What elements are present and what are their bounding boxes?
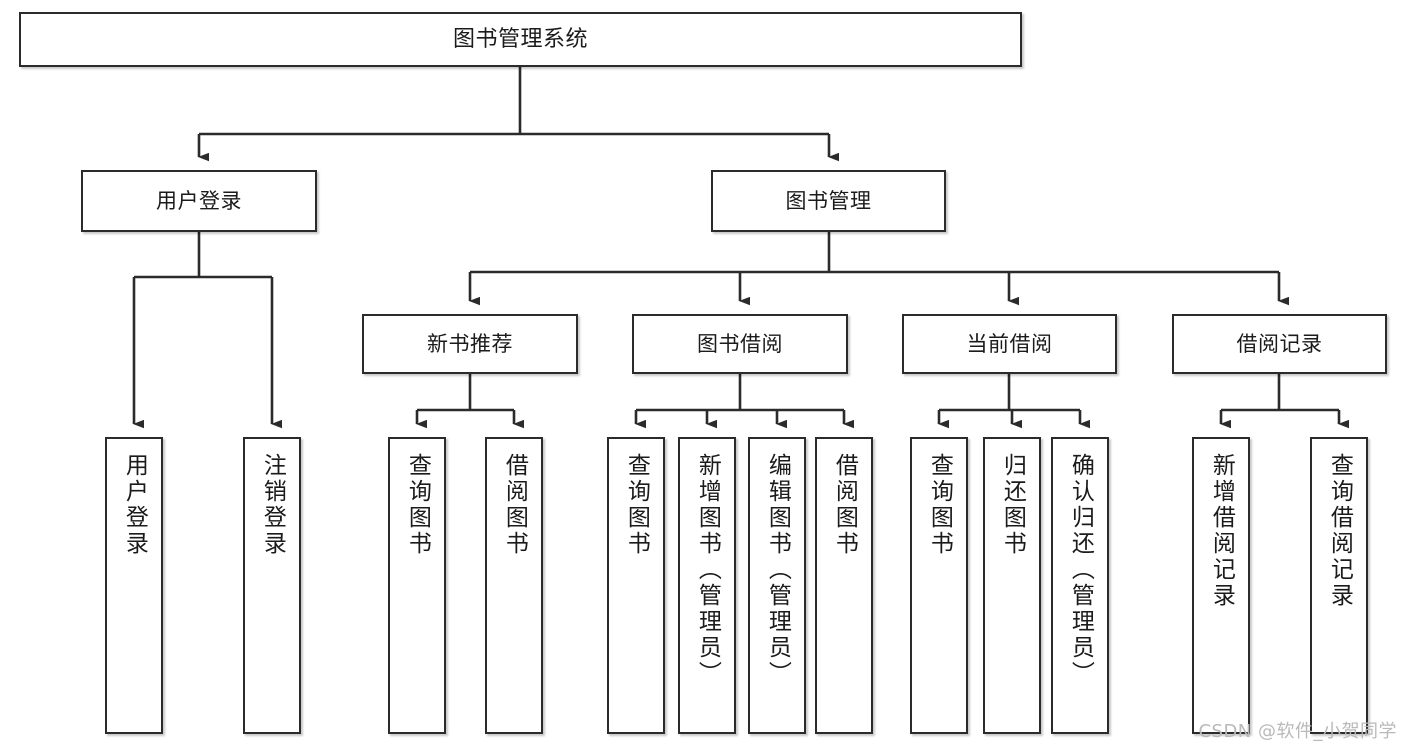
node-borrow-records-label: 借阅记录 [1236, 331, 1323, 356]
leaf-current-query-book-label: 查询图书 [926, 453, 953, 557]
node-new-book-recommend-label: 新书推荐 [427, 331, 513, 356]
leaf-current-return-book-label: 归还图书 [999, 453, 1026, 557]
leaf-current-return-book[interactable]: 归还图书 [983, 437, 1041, 734]
node-borrow-records[interactable]: 借阅记录 [1172, 314, 1387, 374]
edge-group-book-manage [468, 232, 1289, 306]
csdn-watermark: CSDN @软件_小贺同学 [1198, 721, 1397, 742]
leaf-user-logout[interactable]: 注销登录 [243, 437, 301, 734]
leaf-borrow-edit-book-admin-label: 编辑图书（管理员） [764, 453, 791, 687]
leaf-records-query-record-label: 查询借阅记录 [1326, 453, 1353, 609]
node-user-login-label: 用户登录 [156, 188, 242, 213]
leaf-borrow-query-book[interactable]: 查询图书 [607, 437, 665, 734]
edge-group-current [937, 374, 1090, 429]
leaf-current-confirm-return-admin-label: 确认归还（管理员） [1067, 453, 1094, 687]
leaf-user-login[interactable]: 用户登录 [105, 437, 163, 734]
node-book-borrow-label: 图书借阅 [697, 331, 783, 356]
leaf-borrow-add-book-admin[interactable]: 新增图书（管理员） [678, 437, 736, 734]
leaf-borrow-lend-book-label: 借阅图书 [831, 453, 858, 557]
edge-group-user-login [132, 232, 282, 429]
node-book-borrow[interactable]: 图书借阅 [632, 314, 848, 374]
leaf-records-query-record[interactable]: 查询借阅记录 [1310, 437, 1368, 734]
leaf-recommend-query-book[interactable]: 查询图书 [388, 437, 446, 734]
leaf-recommend-query-book-label: 查询图书 [404, 453, 431, 557]
node-current-borrow-label: 当前借阅 [966, 331, 1053, 356]
leaf-records-add-record-label: 新增借阅记录 [1208, 453, 1235, 609]
node-current-borrow[interactable]: 当前借阅 [902, 314, 1117, 374]
leaf-user-logout-label: 注销登录 [259, 453, 286, 557]
leaf-borrow-query-book-label: 查询图书 [623, 453, 650, 557]
node-user-login[interactable]: 用户登录 [81, 170, 317, 232]
leaf-borrow-lend-book[interactable]: 借阅图书 [815, 437, 873, 734]
node-book-management[interactable]: 图书管理 [711, 170, 946, 232]
leaf-recommend-borrow-book[interactable]: 借阅图书 [485, 437, 543, 734]
leaf-user-login-label: 用户登录 [121, 453, 148, 557]
node-book-management-label: 图书管理 [785, 188, 872, 213]
edge-group-borrow [634, 374, 854, 429]
edge-group-new-book [415, 374, 524, 429]
node-root[interactable]: 图书管理系统 [19, 12, 1022, 67]
edge-group-root [197, 67, 839, 162]
leaf-borrow-add-book-admin-label: 新增图书（管理员） [694, 453, 721, 687]
edge-group-records [1219, 374, 1349, 429]
node-root-label: 图书管理系统 [452, 26, 588, 52]
leaf-records-add-record[interactable]: 新增借阅记录 [1192, 437, 1250, 734]
node-new-book-recommend[interactable]: 新书推荐 [362, 314, 578, 374]
leaf-recommend-borrow-book-label: 借阅图书 [501, 453, 528, 557]
leaf-current-query-book[interactable]: 查询图书 [910, 437, 968, 734]
leaf-borrow-edit-book-admin[interactable]: 编辑图书（管理员） [748, 437, 806, 734]
leaf-current-confirm-return-admin[interactable]: 确认归还（管理员） [1051, 437, 1109, 734]
